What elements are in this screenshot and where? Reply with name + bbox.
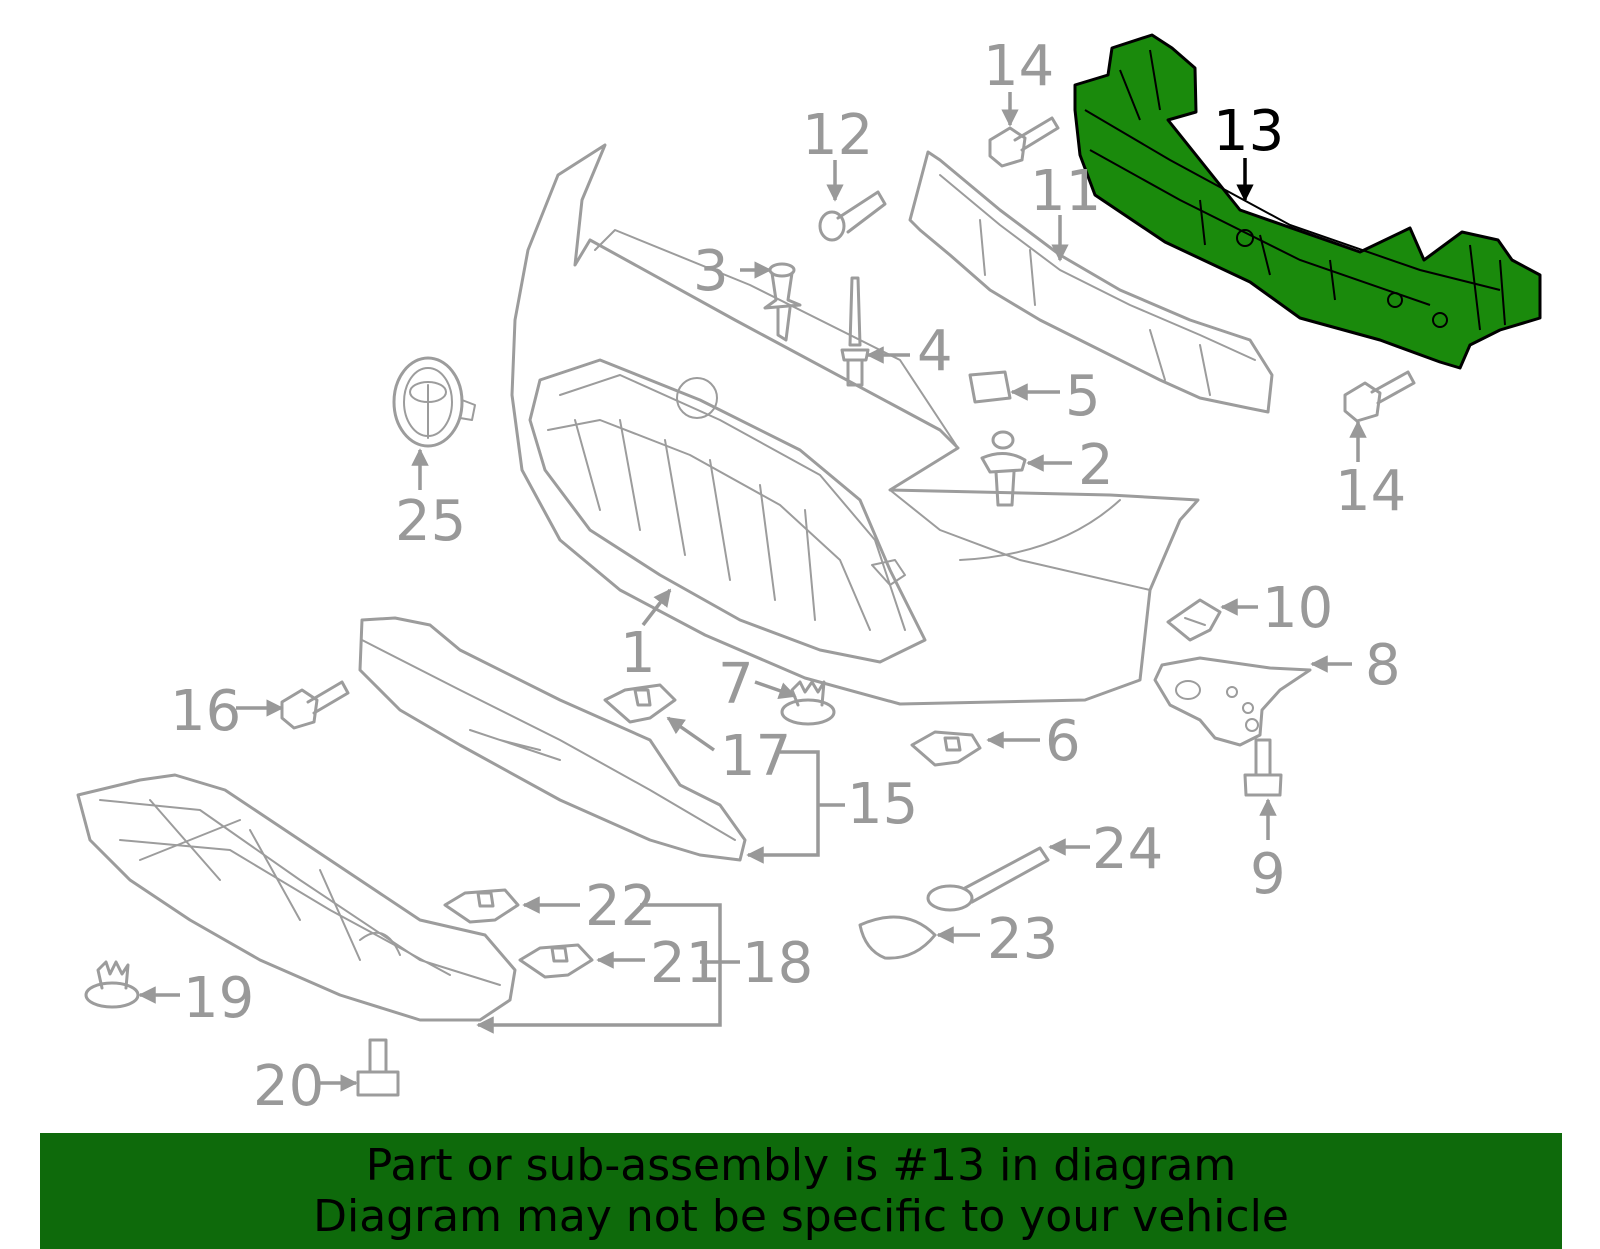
callout-14-upper: 14 — [983, 34, 1054, 99]
part-2-clip[interactable] — [980, 430, 1027, 507]
callout-15: 15 — [847, 772, 918, 837]
part-21-nut[interactable] — [518, 943, 594, 979]
callout-14-lower: 14 — [1335, 459, 1406, 524]
part-5-seal[interactable] — [968, 370, 1012, 404]
part-25-emblem[interactable] — [392, 356, 476, 448]
part-8-bracket[interactable] — [1153, 656, 1312, 747]
callout-19: 19 — [183, 966, 254, 1031]
callout-18: 18 — [742, 931, 813, 996]
part-15-lower-absorber[interactable] — [358, 616, 747, 862]
part-13-bumper-reinforcement[interactable] — [1073, 33, 1542, 370]
banner-line-part: Part or sub-assembly is #13 in diagram — [365, 1140, 1237, 1191]
parts-diagram: 14 13 11 12 3 4 5 2 14 25 1 10 8 16 7 6 … — [76, 33, 1542, 1119]
callout-11: 11 — [1030, 159, 1101, 224]
part-14-bolt-lower[interactable] — [1343, 370, 1416, 423]
callout-13: 13 — [1213, 99, 1284, 164]
info-banner: Part or sub-assembly is #13 in diagram D… — [40, 1133, 1562, 1249]
part-22-nut[interactable] — [443, 888, 520, 924]
leader-lines — [138, 92, 1367, 1092]
part-4-pin[interactable] — [840, 276, 870, 387]
part-1-bumper-cover[interactable] — [510, 143, 1200, 706]
callout-1: 1 — [620, 621, 656, 686]
part-24-tow-hook[interactable] — [926, 846, 1050, 912]
part-20-bolt[interactable] — [356, 1038, 400, 1097]
callout-labels: 14 13 11 12 3 4 5 2 14 25 1 10 8 16 7 6 … — [170, 34, 1406, 1119]
callout-5: 5 — [1065, 364, 1101, 429]
callout-7: 7 — [718, 652, 754, 717]
part-14-bolt-upper[interactable] — [988, 116, 1060, 168]
callout-4: 4 — [917, 319, 953, 384]
callout-20: 20 — [253, 1054, 324, 1119]
part-10-clip[interactable] — [1166, 598, 1222, 642]
part-9-bolt[interactable] — [1243, 738, 1283, 797]
callout-23: 23 — [987, 907, 1058, 972]
part-16-bolt[interactable] — [280, 680, 350, 730]
part-23-tow-hook-cover[interactable] — [858, 915, 937, 960]
callout-17: 17 — [720, 724, 791, 789]
callout-3: 3 — [693, 239, 729, 304]
callout-24: 24 — [1092, 817, 1163, 882]
part-7-clip[interactable] — [780, 680, 836, 726]
callout-6: 6 — [1045, 709, 1081, 774]
part-19-clip[interactable] — [84, 960, 140, 1009]
callout-10: 10 — [1262, 576, 1333, 641]
part-6-nut[interactable] — [910, 730, 982, 767]
callout-12: 12 — [802, 103, 873, 168]
callout-2: 2 — [1078, 433, 1114, 498]
callout-21: 21 — [650, 931, 721, 996]
part-18-engine-under-cover[interactable] — [76, 773, 517, 1022]
callout-25: 25 — [395, 489, 466, 554]
callout-22: 22 — [585, 874, 656, 939]
part-12-rivet[interactable] — [818, 190, 887, 242]
callout-16: 16 — [170, 679, 241, 744]
callout-9: 9 — [1250, 842, 1286, 907]
banner-line-disclaimer: Diagram may not be specific to your vehi… — [313, 1191, 1289, 1242]
part-17-nut[interactable] — [603, 683, 677, 724]
callout-8: 8 — [1365, 633, 1401, 698]
